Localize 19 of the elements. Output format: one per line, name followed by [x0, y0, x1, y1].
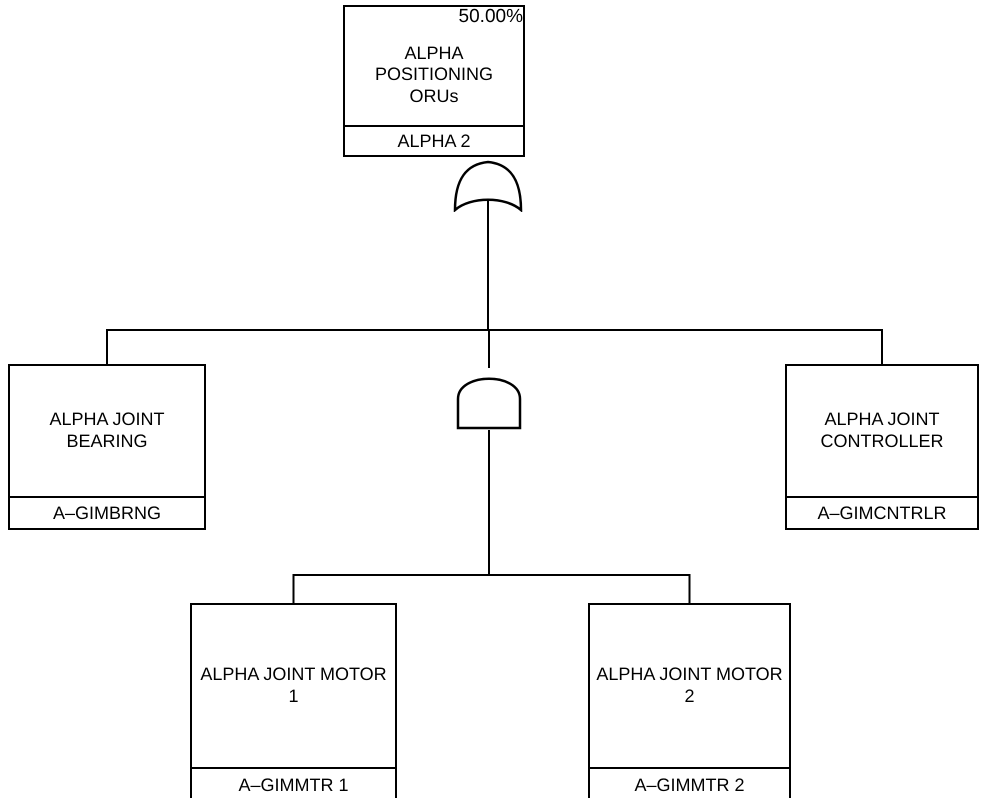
event-label: ALPHA POSITIONING ORUs [374, 42, 494, 108]
event-box [588, 603, 791, 798]
event-code: ALPHA 2 [345, 125, 523, 155]
event-label: ALPHA JOINT MOTOR 1 [199, 664, 388, 708]
event-code: A–GIMMTR 1 [192, 767, 395, 798]
event-label: ALPHA JOINT MOTOR 2 [596, 664, 783, 708]
event-code: A–GIMCNTRLR [787, 496, 977, 528]
probability-value: 50.00% [458, 7, 523, 28]
event-box [190, 603, 397, 798]
event-box [785, 364, 979, 530]
connector-line [488, 430, 690, 603]
event-code: A–GIMMTR 2 [590, 767, 789, 798]
event-label: ALPHA JOINT BEARING [48, 409, 166, 453]
event-code: A–GIMBRNG [10, 496, 204, 528]
event-label: ALPHA JOINT CONTROLLER [819, 409, 945, 453]
and-gate-symbol [456, 378, 522, 430]
or-gate-symbol [454, 160, 522, 212]
event-box [343, 5, 525, 157]
event-box [8, 364, 206, 530]
